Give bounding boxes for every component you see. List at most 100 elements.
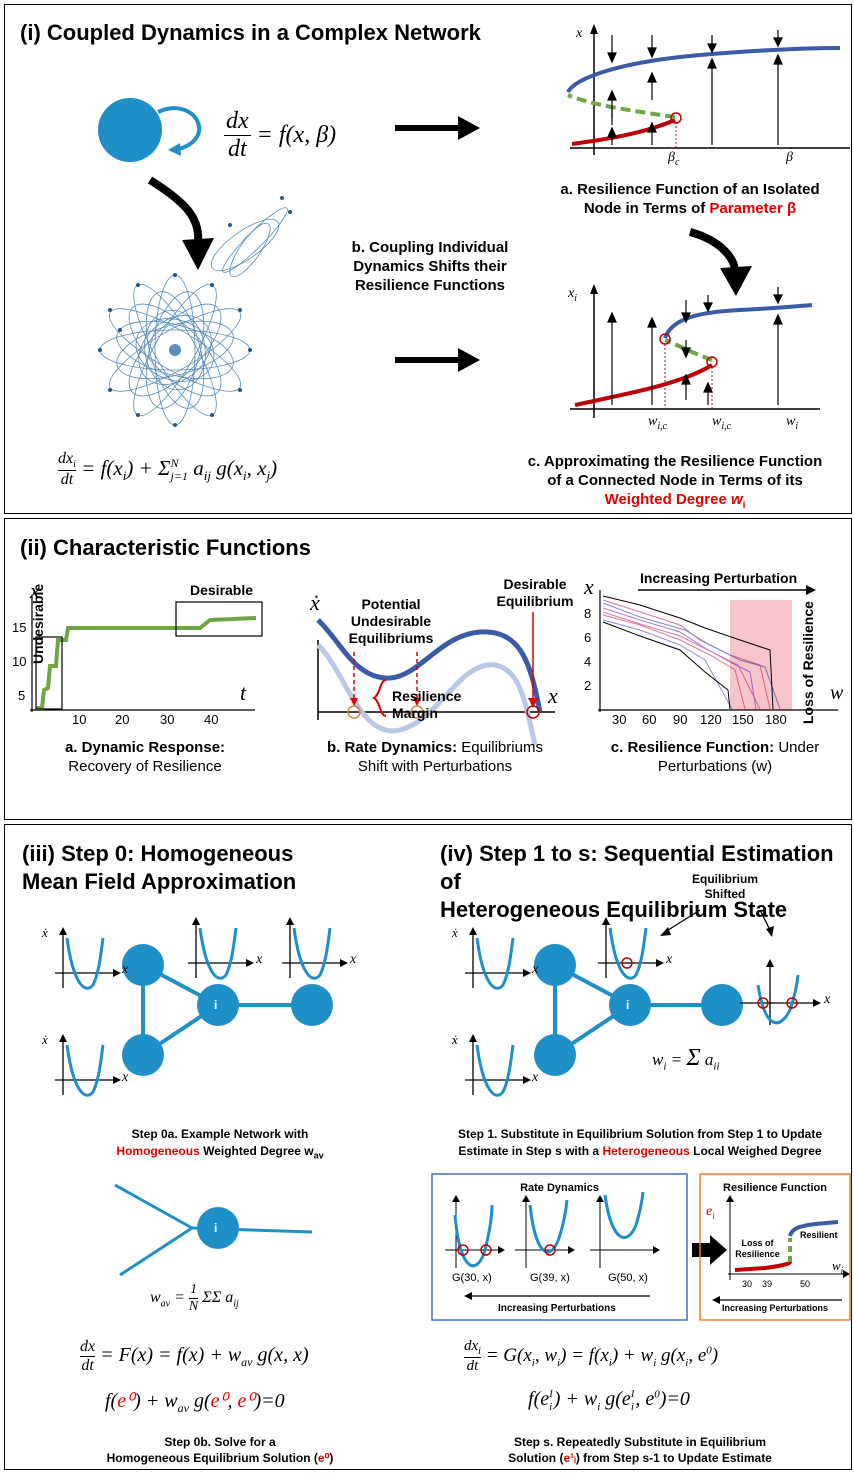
panel-i-title: (i) Coupled Dynamics in a Complex Networ… <box>20 20 481 45</box>
resilience-function-box <box>699 1173 851 1321</box>
axis-x-iii-2: x <box>122 1070 129 1085</box>
chart-a-xtick-10: 10 <box>72 712 87 727</box>
panel-coupled-dynamics <box>4 4 852 514</box>
network-homogeneous <box>53 915 350 1097</box>
chart-c-xtick-180: 180 <box>765 712 787 727</box>
chart-c-ytick-2: 2 <box>584 678 592 693</box>
rate-dynamics-title: Rate Dynamics <box>520 1182 599 1194</box>
fig-c-y-label: xi <box>568 286 577 304</box>
chart-c-xtick-90: 90 <box>673 712 688 727</box>
chart-a-ylabel: x <box>30 578 40 603</box>
g50-label: G(50, x) <box>608 1272 648 1284</box>
arrow-down-left <box>147 176 203 246</box>
chart-rate-dynamics <box>316 612 555 746</box>
isolated-node <box>98 98 162 162</box>
wi-equation: wi = Σ aii <box>652 1045 720 1073</box>
steps-caption: Step s. Repeatedly Substitute in Equilib… <box>508 1435 772 1465</box>
resilience-function-title: Resilience Function <box>723 1182 827 1194</box>
step0a-caption: Step 0a. Example Network with Homogeneou… <box>116 1127 324 1161</box>
eq-homog-2: f(e⁰) + wav g(e⁰, e⁰)=0 <box>105 1390 285 1415</box>
fig-a-beta-c: βc <box>668 150 680 168</box>
resil-y-label: ei <box>706 1204 715 1221</box>
step0b-caption: Step 0b. Solve for a Homogeneous Equilib… <box>106 1435 334 1465</box>
chart-b-desirable: Desirable Equilibrium <box>496 576 574 609</box>
axis-x-iv-1: x <box>532 962 539 977</box>
axis-xdot-iv-2: ẋ <box>452 1032 458 1047</box>
increasing-perturbations-2: Increasing Perturbations <box>722 1303 829 1313</box>
step1-caption: Step 1. Substitute in Equilibrium Soluti… <box>457 1127 822 1158</box>
eq-hetero-2: f(ei1) + wi g(ei1, e0)=0 <box>528 1388 690 1413</box>
big-arrow <box>692 1235 727 1265</box>
resil-x-label: wi <box>832 1258 844 1276</box>
network-nodes <box>98 196 292 427</box>
chart-b-ylabel: ẋ <box>310 590 320 615</box>
chart-c-xlabel: w <box>830 682 844 704</box>
chart-c-xtick-60: 60 <box>642 712 657 727</box>
resilient-label: Resilient <box>800 1230 838 1240</box>
fig-c-wi: wi <box>786 414 799 432</box>
g39-label: G(39, x) <box>530 1272 570 1284</box>
network-heterogeneous <box>463 909 821 1097</box>
resil-tick-30: 30 <box>742 1279 753 1289</box>
chart-a-ytick-5: 5 <box>18 688 26 703</box>
axis-x-iv-3: x <box>666 952 673 967</box>
chart-c-xtick-150: 150 <box>732 712 754 727</box>
node-i-label-star: i <box>214 1221 218 1235</box>
g30-label: G(30, x) <box>452 1272 492 1284</box>
star-node <box>114 1183 313 1277</box>
chart-c-ytick-8: 8 <box>584 606 592 621</box>
axis-x-iii-4: x <box>350 952 357 967</box>
panel-estimation <box>4 824 852 1470</box>
chart-c-ylabel: x <box>584 574 594 599</box>
fig-b-caption: b. Coupling Individual Dynamics Shifts t… <box>351 239 509 294</box>
chart-c-ytick-4: 4 <box>584 654 592 669</box>
axis-x-iv-2: x <box>532 1070 539 1085</box>
chart-a-xtick-30: 30 <box>160 712 175 727</box>
fig-a-y-label: x <box>576 26 583 41</box>
panel-ii-graphics <box>30 585 838 746</box>
chart-b-potential: Potential Undesirable Equilibriums <box>348 596 434 646</box>
axis-x-iii-3: x <box>256 952 263 967</box>
chart-b-margin: Resilience Margin <box>392 688 462 721</box>
panel-characteristic-functions <box>4 518 852 820</box>
node-i-label-iii: i <box>214 998 218 1012</box>
fig-c-wic-2: wi,c <box>712 414 732 432</box>
node-equation: dx dt = f(x, β) <box>224 108 337 162</box>
resil-tick-50: 50 <box>800 1279 811 1289</box>
fig-a-caption: a. Resilience Function of an Isolated No… <box>560 181 820 217</box>
equilibrium-shifted: Equilibrium Shifted <box>692 872 758 901</box>
chart-a-caption: a. Dynamic Response:Recovery of Resilien… <box>64 739 226 775</box>
panel-i-graphics <box>98 24 850 427</box>
chart-b-xlabel: x <box>548 683 558 708</box>
fig-c-caption: c. Approximating the Resilience Function… <box>527 453 823 511</box>
increasing-perturbations-1: Increasing Perturbations <box>498 1303 616 1314</box>
node-i-label-iv: i <box>626 998 630 1012</box>
chart-c-increasing: Increasing Perturbation <box>640 570 798 586</box>
loss-label: Loss of Resilience <box>735 1238 780 1259</box>
rate-dynamics-box <box>431 1173 688 1321</box>
chart-c-ytick-6: 6 <box>584 630 592 645</box>
chart-dynamic-response <box>30 595 263 712</box>
fig-c-wic-1: wi,c <box>648 414 668 432</box>
axis-x-iv-4: x <box>824 992 831 1007</box>
fig-a-bifurcation <box>566 24 850 155</box>
chart-a-ytick-15: 15 <box>12 620 27 635</box>
chart-c-xtick-30: 30 <box>612 712 627 727</box>
axis-xdot-iii-1: ẋ <box>42 925 48 940</box>
panel-iv-title: (iv) Step 1 to s: Sequential Estimation … <box>440 841 834 922</box>
resil-tick-39: 39 <box>762 1279 773 1289</box>
self-loop <box>157 106 201 152</box>
axis-xdot-iii-2: ẋ <box>42 1032 48 1047</box>
axis-xdot-iv-1: ẋ <box>452 925 458 940</box>
chart-a-ytick-10: 10 <box>12 654 27 669</box>
chart-a-xtick-20: 20 <box>115 712 130 727</box>
axis-x-iii-1: x <box>122 962 129 977</box>
fig-c-bifurcation <box>570 284 820 418</box>
chart-a-xlabel: t <box>240 680 247 705</box>
